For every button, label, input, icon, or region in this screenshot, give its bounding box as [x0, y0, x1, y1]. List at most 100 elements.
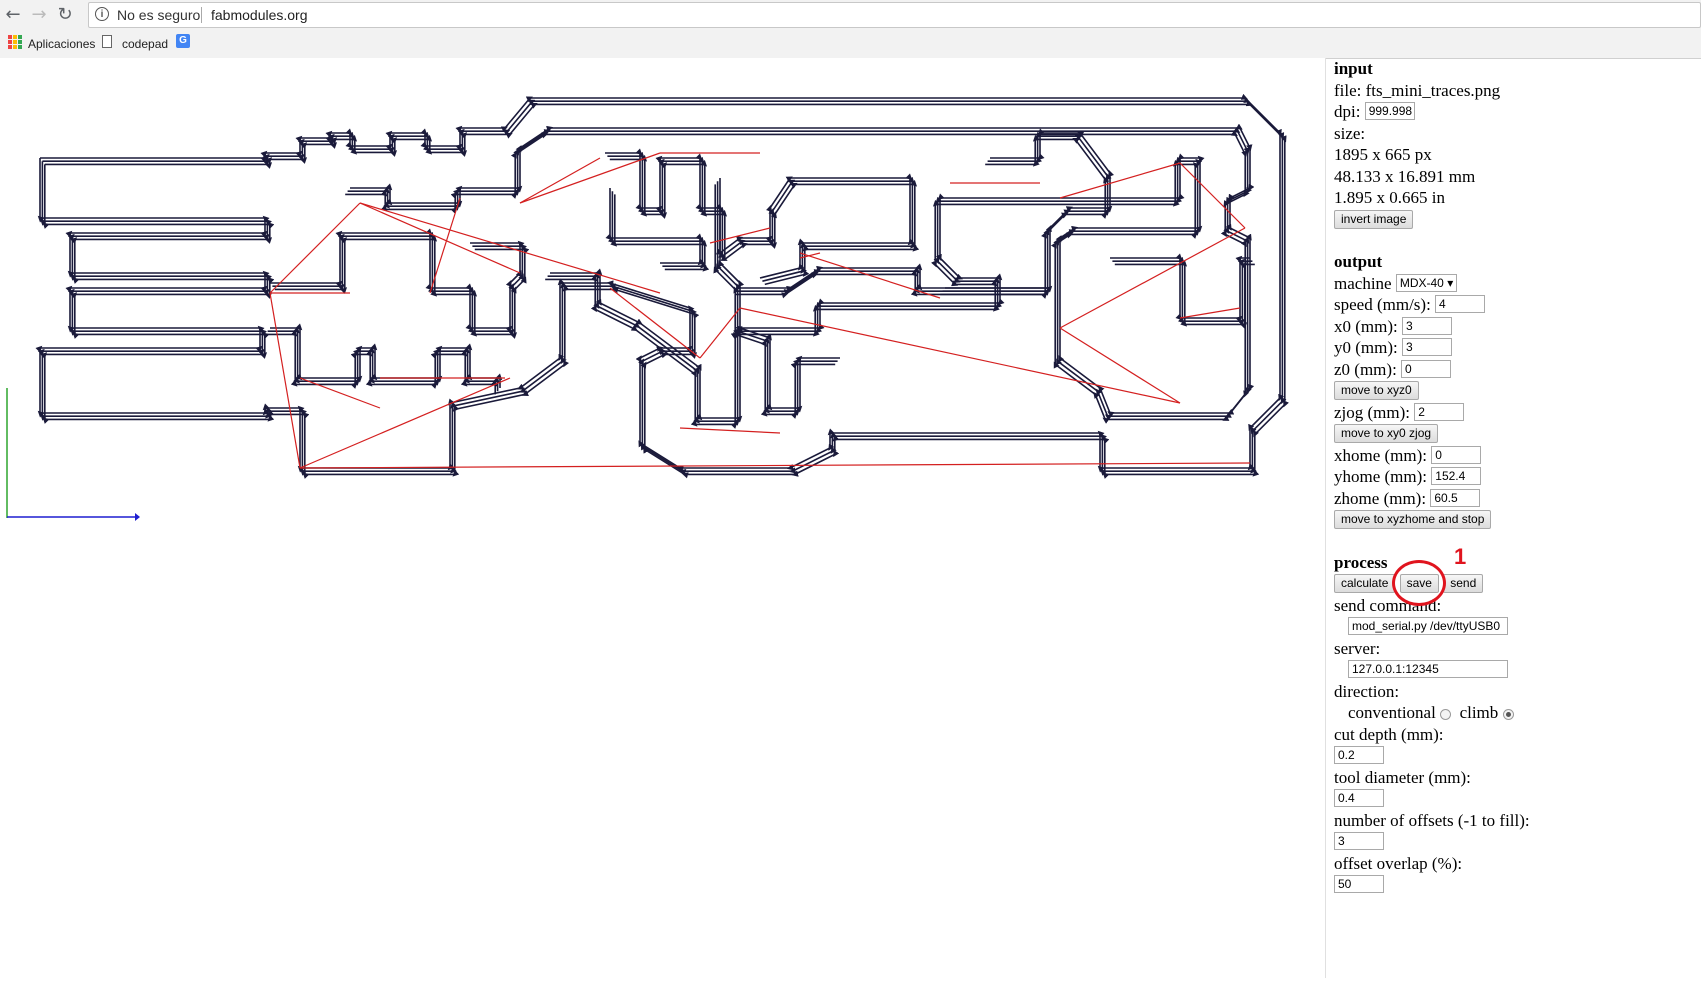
back-arrow-icon[interactable]: ←: [5, 4, 21, 25]
trace-offset-path: [1114, 259, 1255, 329]
tool-diameter-input[interactable]: 0.4: [1334, 789, 1384, 807]
browser-chrome: ← → ↻ i No es seguro fabmodules.org Apli…: [0, 0, 1701, 59]
zjog-label: zjog (mm):: [1334, 402, 1411, 422]
reload-icon[interactable]: ↻: [57, 4, 73, 25]
annotation-circle: [1392, 560, 1446, 606]
output-heading: output: [1334, 252, 1383, 271]
trace-offset-path: [345, 129, 1250, 424]
toolpath-canvas[interactable]: [0, 58, 1325, 978]
x0-input[interactable]: 3: [1402, 316, 1452, 335]
move-to-xy0-zjog-button[interactable]: move to xy0 zjog: [1334, 424, 1439, 443]
rapid-move-line: [299, 462, 1251, 469]
rapid-move-line: [359, 202, 521, 274]
offsets-input[interactable]: 3: [1334, 832, 1384, 850]
send-command-input[interactable]: mod_serial.py /dev/ttyUSB0: [1348, 617, 1508, 635]
rapid-move-line: [699, 307, 741, 359]
page-icon: [102, 35, 112, 48]
rapid-move-line: [1059, 327, 1181, 404]
settings-panel: input file: fts_mini_traces.png dpi: 999…: [1334, 58, 1694, 978]
speed-input[interactable]: 4: [1435, 295, 1486, 313]
yhome-input[interactable]: 152.4: [1431, 467, 1482, 485]
rapid-move-line: [269, 292, 301, 469]
trace-offset-path: [270, 228, 525, 333]
calculate-button[interactable]: calculate: [1334, 574, 1396, 593]
trace-offset-path: [605, 188, 705, 266]
zjog-input[interactable]: 2: [1414, 402, 1465, 421]
trace-offset-path: [607, 191, 707, 269]
size-in: 1.895 x 0.665 in: [1334, 188, 1445, 207]
rapid-move-line: [1179, 307, 1241, 319]
forward-arrow-icon[interactable]: →: [31, 4, 47, 25]
apps-grid-icon[interactable]: [8, 35, 22, 49]
rapid-move-line: [359, 202, 661, 294]
machine-value: MDX-40: [1399, 275, 1444, 290]
rapid-move-line: [799, 252, 821, 259]
chevron-down-icon: ▾: [1447, 275, 1454, 290]
zhome-label: zhome (mm):: [1334, 488, 1427, 508]
rapid-move-line: [709, 227, 771, 244]
size-mm: 48.133 x 16.891 mm: [1334, 166, 1476, 186]
trace-offset-path: [267, 326, 500, 392]
z0-input[interactable]: 0: [1401, 359, 1452, 378]
security-label[interactable]: No es seguro: [117, 7, 201, 23]
x0-label: x0 (mm):: [1334, 316, 1398, 336]
toolpath-drawing: [6, 93, 1289, 521]
process-heading: process: [1334, 552, 1388, 572]
google-translate-icon[interactable]: G: [176, 34, 190, 48]
trace-offset-path: [545, 274, 836, 429]
overlap-input[interactable]: 50: [1334, 875, 1384, 893]
trace-offset-path: [1112, 256, 1253, 326]
send-command-label: send command:: [1334, 595, 1442, 615]
overlap-label: offset overlap (%):: [1334, 853, 1463, 873]
rapid-move-line: [519, 152, 661, 204]
size-px: 1895 x 665 px: [1334, 145, 1432, 164]
rapid-move-line: [269, 202, 361, 294]
bookmarks-bar: Aplicaciones codepad G: [0, 32, 1701, 56]
move-to-xyzhome-button[interactable]: move to xyzhome and stop: [1334, 510, 1492, 529]
rapid-moves: [269, 152, 1251, 469]
dpi-label: dpi:: [1334, 102, 1361, 121]
trace-offset-path: [265, 329, 498, 395]
trace-offset-path: [607, 151, 917, 282]
file-label: file: fts_mini_traces.png: [1334, 80, 1501, 100]
yhome-label: yhome (mm):: [1334, 467, 1428, 486]
z0-label: z0 (mm):: [1334, 359, 1397, 379]
rapid-move-line: [799, 252, 941, 299]
rapid-move-line: [429, 197, 461, 294]
panel-divider: [1325, 58, 1326, 978]
url-text[interactable]: fabmodules.org: [211, 7, 308, 23]
send-button[interactable]: send: [1443, 574, 1484, 593]
trace-paths: [35, 93, 1289, 479]
dpi-input[interactable]: 999.998: [1364, 102, 1415, 120]
rapid-move-line: [679, 427, 781, 434]
trace-offset-path: [40, 100, 1289, 479]
invert-image-button[interactable]: invert image: [1334, 209, 1414, 229]
server-label: server:: [1334, 638, 1381, 658]
climb-label: climb: [1459, 703, 1499, 722]
size-label: size:: [1334, 123, 1366, 143]
cut-depth-label: cut depth (mm):: [1334, 724, 1444, 744]
trace-offset-path: [940, 134, 1110, 299]
conventional-radio[interactable]: [1440, 708, 1452, 720]
info-icon[interactable]: i: [95, 7, 109, 21]
machine-select[interactable]: MDX-40 ▾: [1395, 273, 1458, 292]
x-axis-arrow-icon: [135, 513, 140, 521]
rapid-move-line: [609, 287, 701, 359]
bookmark-codepad[interactable]: codepad: [122, 37, 169, 51]
speed-label: speed (mm/s):: [1334, 295, 1431, 314]
y0-input[interactable]: 3: [1402, 338, 1452, 356]
cut-depth-input[interactable]: 0.2: [1334, 746, 1384, 764]
address-bar[interactable]: i No es seguro fabmodules.org: [88, 2, 1701, 28]
input-heading: input: [1334, 59, 1373, 78]
trace-offset-path: [605, 148, 915, 279]
move-to-xyz0-button[interactable]: move to xyz0: [1334, 381, 1419, 400]
annotation-number: 1: [1454, 544, 1467, 569]
climb-radio[interactable]: [1502, 708, 1514, 720]
trace-offset-path: [1110, 253, 1250, 323]
bookmark-aplicaciones[interactable]: Aplicaciones: [28, 37, 96, 51]
xhome-input[interactable]: 0: [1431, 445, 1482, 464]
server-input[interactable]: 127.0.0.1:12345: [1348, 660, 1508, 678]
rapid-move-line: [519, 157, 601, 204]
trace-offset-path: [274, 234, 530, 339]
zhome-input[interactable]: 60.5: [1430, 488, 1481, 507]
